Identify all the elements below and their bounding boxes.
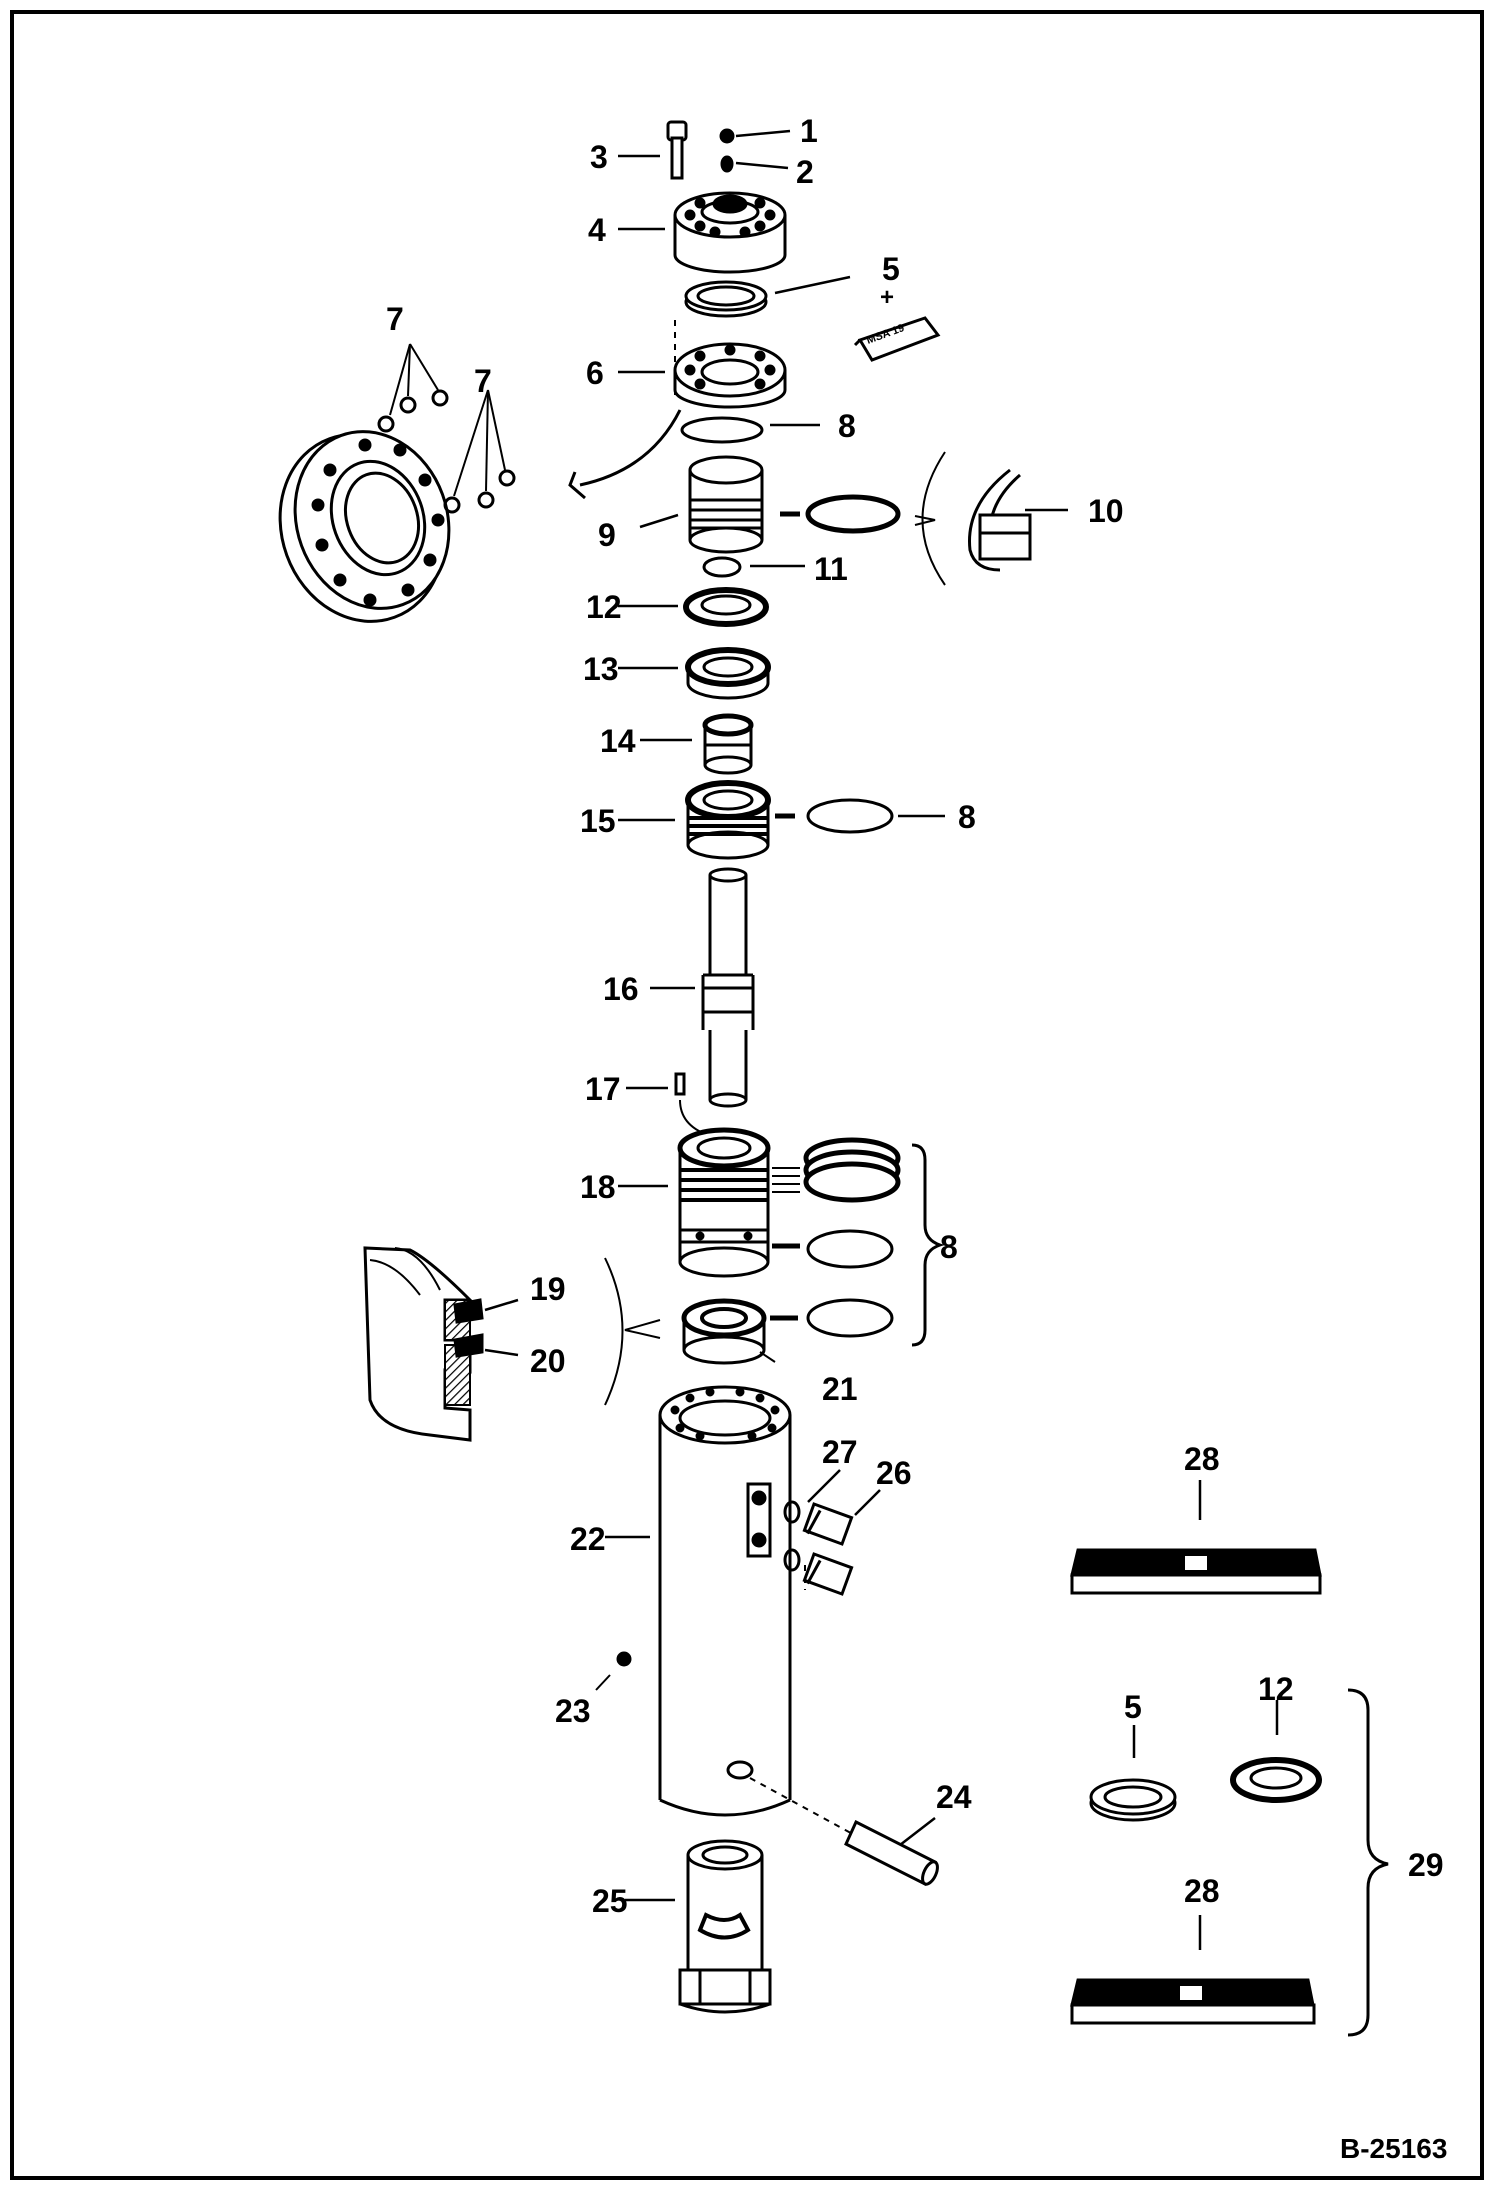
part-11-o-ring [702,556,742,578]
callout-20: 20 [530,1343,566,1379]
detail-bracket-10 [921,451,946,586]
callout-26: 26 [876,1455,912,1491]
part-23-plug [595,1651,632,1691]
callout-25: 25 [592,1883,628,1919]
part-5-grease-tube [853,316,941,362]
callout-18: 18 [580,1169,616,1205]
part-19-20-section-detail [363,1246,484,1442]
leader-lines [484,129,1279,1950]
callout-28-top: 28 [1184,1441,1220,1477]
diagram-border [10,10,1484,2180]
callout-12: 12 [586,589,622,625]
callout-17: 17 [585,1071,621,1107]
part-17-pin [674,1072,709,1136]
part-5-cup-seal-kit [1089,1778,1177,1822]
callout-11: 11 [814,551,848,587]
part-8-o-ring-bottom [806,1298,894,1338]
callout-7-right: 7 [474,363,492,399]
callout-8-top: 8 [838,408,856,444]
part-8-o-ring-mid [806,798,894,834]
part-27-o-rings [783,1500,801,1572]
callout-21: 21 [822,1371,858,1407]
part-28-decal-a [1070,1548,1322,1595]
callout-19: 19 [530,1271,566,1307]
part-6-flange [673,342,787,409]
part-14-bushing [702,713,754,775]
part-21-seal-cartridge [681,1298,767,1365]
part-10-piston-ring [805,494,901,534]
callout-4: 4 [588,212,606,248]
callout-6: 6 [586,355,604,391]
part-7-o-rings [377,389,516,514]
detail-bracket-19-20 [604,1257,624,1406]
part-8-o-ring-lower [806,1229,894,1269]
part-5-cup-seal [684,280,768,318]
part-10-section-detail [968,468,1032,572]
callout-9: 9 [598,517,616,553]
callout-14: 14 [600,723,636,759]
part-16-piston [701,867,755,1108]
part-1-plug [719,128,735,144]
figure-id: B-25163 [1340,2133,1447,2164]
callout-23: 23 [555,1693,591,1729]
callout-7-left: 7 [386,301,404,337]
callout-22: 22 [570,1521,606,1557]
callout-16: 16 [603,971,639,1007]
callout-8-mid: 8 [958,799,976,835]
callout-12-kit: 12 [1258,1671,1294,1707]
part-22-cylinder [658,1385,792,1817]
part-3-bolt [666,120,688,180]
part-26-plugs [802,1502,854,1596]
part-8-seal-stack [803,1137,901,1203]
callout-5: 5 [882,251,900,287]
part-8-o-ring-top [680,416,764,444]
part-12-wiper [683,587,769,627]
detail-arrow [579,409,682,487]
part-4-top-cap [673,191,787,274]
callout-27: 27 [822,1434,858,1470]
callout-10: 10 [1088,493,1124,529]
callout-29: 29 [1408,1847,1444,1883]
callout-28-kit: 28 [1184,1873,1220,1909]
part-18-piston-assembly [677,1127,771,1278]
part-28-decal-b [1070,1978,1316,2025]
part-25-front-head [678,1839,772,2014]
part-15-seal-holder [685,780,771,860]
part-12-wiper-kit [1230,1757,1322,1803]
part-9-valve-body [688,455,764,554]
bracket-8 [911,1143,945,1347]
part-13-seal [685,647,771,700]
callout-1: 1 [800,113,818,149]
bracket-29 [1347,1688,1389,2037]
callout-13: 13 [583,651,619,687]
callout-3: 3 [590,139,608,175]
callout-8-bracket: 8 [940,1229,958,1265]
callout-24: 24 [936,1779,972,1815]
part-24-retaining-pin [749,1777,939,1887]
callout-15: 15 [580,803,616,839]
callout-5-kit: 5 [1124,1689,1142,1725]
part-7-flange-detail [278,430,451,623]
callout-2: 2 [796,154,814,190]
plus-sign: + [880,284,894,311]
part-2-seal [720,155,734,173]
